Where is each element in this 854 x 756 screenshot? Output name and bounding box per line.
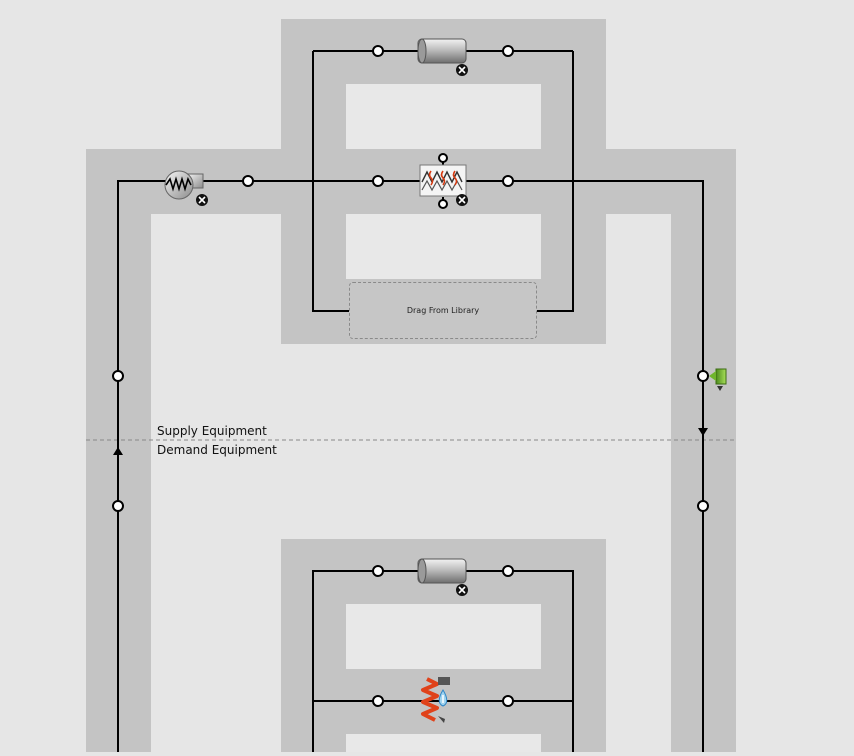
pipe-icon[interactable] bbox=[417, 558, 467, 584]
node[interactable] bbox=[697, 370, 709, 382]
water-coil-icon[interactable] bbox=[421, 677, 450, 723]
heating-coil-icon[interactable] bbox=[419, 164, 467, 197]
flow-arrow-up bbox=[113, 447, 123, 455]
remove-icon[interactable] bbox=[196, 194, 208, 206]
demand-equipment-label: Demand Equipment bbox=[157, 443, 277, 457]
flow-arrow-down bbox=[698, 428, 708, 436]
pipe-icon[interactable] bbox=[417, 38, 467, 64]
remove-icon[interactable] bbox=[456, 194, 468, 206]
fan-icon[interactable] bbox=[164, 170, 204, 200]
node[interactable] bbox=[372, 45, 384, 57]
node[interactable] bbox=[112, 500, 124, 512]
remove-icon[interactable] bbox=[456, 64, 468, 76]
node-group[interactable] bbox=[112, 45, 709, 707]
node[interactable] bbox=[502, 45, 514, 57]
water-node[interactable] bbox=[438, 199, 448, 209]
node[interactable] bbox=[372, 695, 384, 707]
node[interactable] bbox=[112, 370, 124, 382]
remove-icon[interactable] bbox=[456, 584, 468, 596]
drag-from-library-dropzone[interactable]: Drag From Library bbox=[349, 282, 537, 339]
node[interactable] bbox=[697, 500, 709, 512]
node[interactable] bbox=[242, 175, 254, 187]
node[interactable] bbox=[502, 175, 514, 187]
node[interactable] bbox=[502, 695, 514, 707]
node[interactable] bbox=[502, 565, 514, 577]
supply-equipment-label: Supply Equipment bbox=[157, 424, 267, 438]
water-node[interactable] bbox=[438, 153, 448, 163]
node[interactable] bbox=[372, 565, 384, 577]
node[interactable] bbox=[372, 175, 384, 187]
setpoint-manager-icon[interactable] bbox=[709, 368, 727, 391]
